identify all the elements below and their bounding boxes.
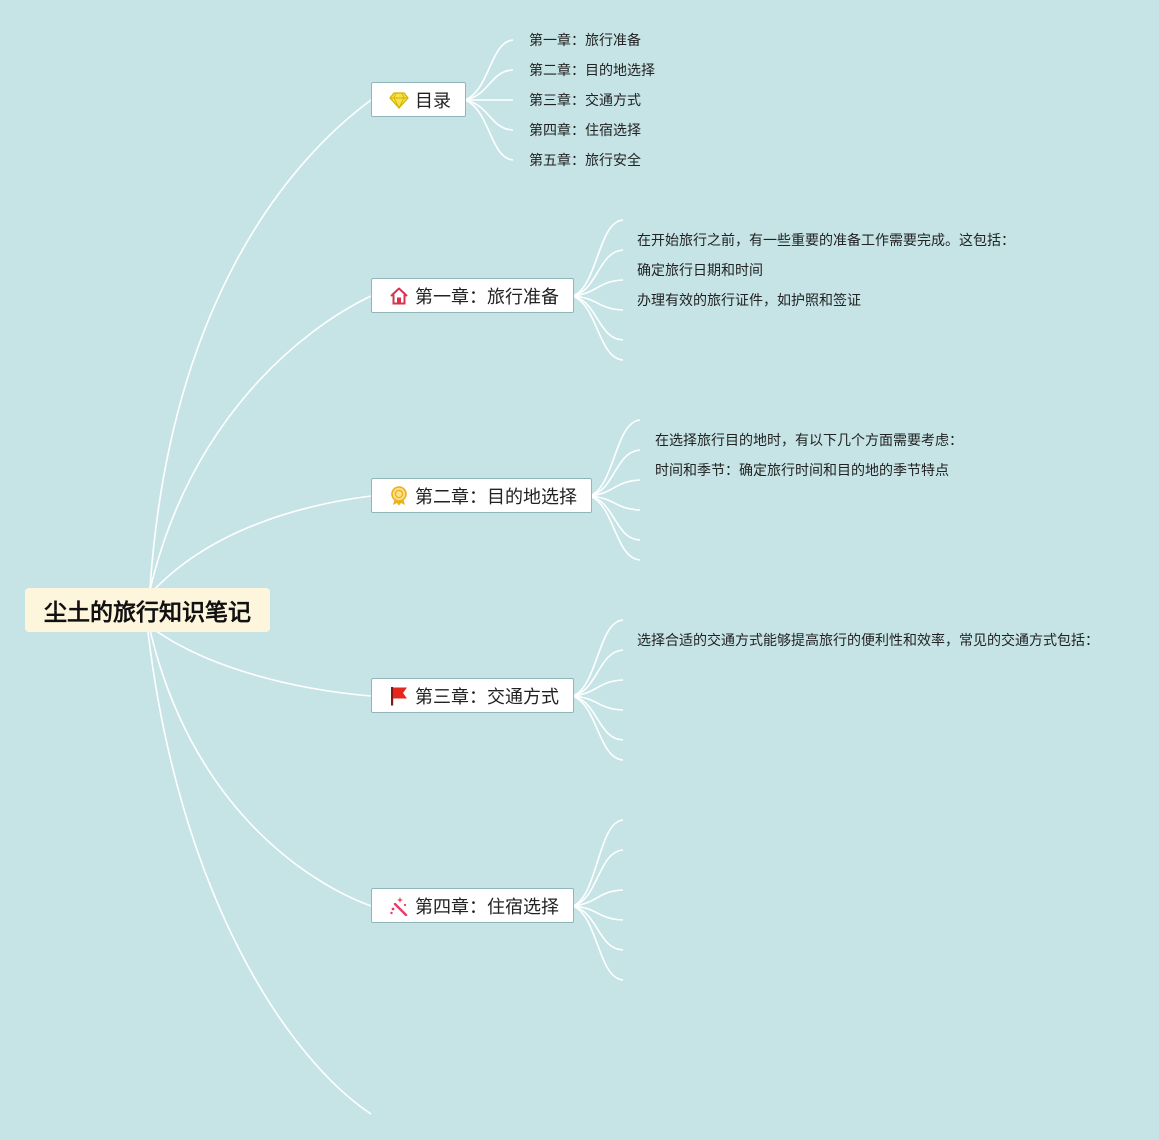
ch1-note-1[interactable]: 在开始旅行之前，有一些重要的准备工作需要完成。这包括： [637,233,1015,249]
toc-item-4[interactable]: 第四章：住宿选择 [529,123,641,139]
branch-label: 第一章：旅行准备 [415,286,559,308]
flag-icon [391,686,407,705]
ch2-note-1[interactable]: 在选择旅行目的地时，有以下几个方面需要考虑： [655,433,963,449]
diamond-icon [389,91,409,109]
branch-label: 第四章：住宿选择 [415,896,559,918]
branch-label: 目录 [415,90,451,112]
branch-chapter-2[interactable]: 第二章：目的地选择 [371,478,592,513]
ch3-note-1[interactable]: 选择合适的交通方式能够提高旅行的便利性和效率，常见的交通方式包括： [637,633,1099,649]
medal-icon [391,485,407,505]
ch2-note-2[interactable]: 时间和季节：确定旅行时间和目的地的季节特点 [655,463,949,479]
root-node[interactable]: 尘土的旅行知识笔记 [25,588,270,632]
ch1-note-2[interactable]: 确定旅行日期和时间 [637,263,763,279]
branch-chapter-4[interactable]: 第四章：住宿选择 [371,888,574,923]
branch-label: 第二章：目的地选择 [415,486,577,508]
root-title: 尘土的旅行知识笔记 [44,600,251,626]
toc-item-2[interactable]: 第二章：目的地选择 [529,63,655,79]
toc-item-3[interactable]: 第三章：交通方式 [529,93,641,109]
branch-chapter-3[interactable]: 第三章：交通方式 [371,678,574,713]
branch-table-of-contents[interactable]: 目录 [371,82,466,117]
ch1-note-3[interactable]: 办理有效的旅行证件，如护照和签证 [637,293,861,309]
house-icon [390,287,408,304]
magic-wand-icon [390,896,408,916]
toc-item-5[interactable]: 第五章：旅行安全 [529,153,641,169]
branch-chapter-1[interactable]: 第一章：旅行准备 [371,278,574,313]
branch-label: 第三章：交通方式 [415,686,559,708]
toc-item-1[interactable]: 第一章：旅行准备 [529,33,641,49]
